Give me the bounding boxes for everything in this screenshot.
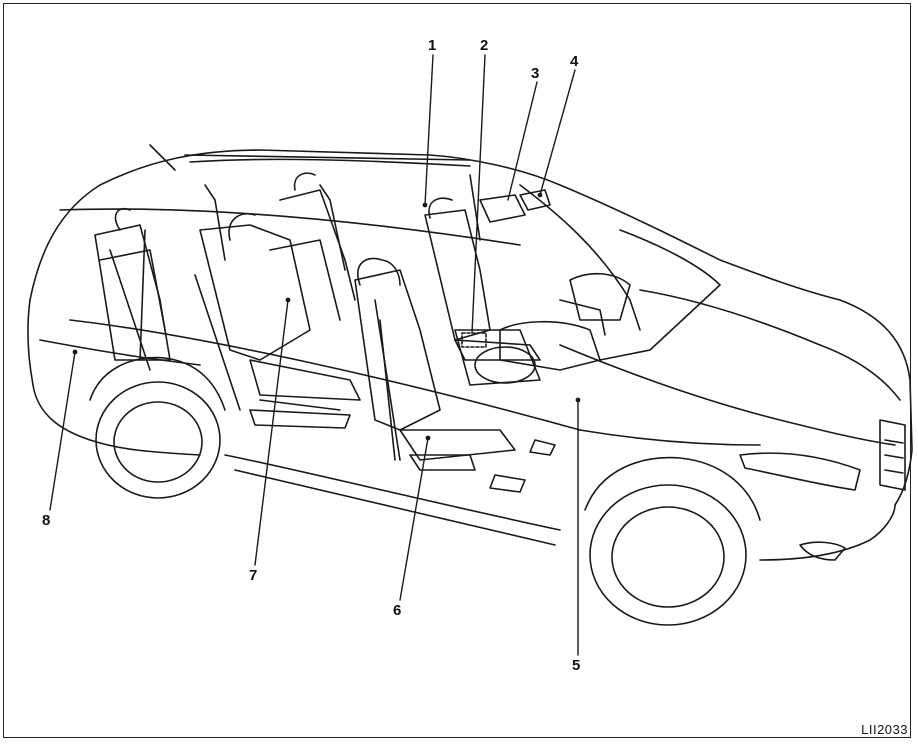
seat-belts bbox=[109, 174, 481, 461]
callout-7: 7 bbox=[249, 567, 258, 584]
center-console bbox=[454, 329, 541, 386]
leader-lines bbox=[49, 54, 579, 656]
dashboard bbox=[474, 189, 631, 384]
interior-floor bbox=[249, 409, 556, 493]
callout-2: 2 bbox=[480, 37, 489, 54]
figure-frame bbox=[3, 3, 911, 738]
callout-5: 5 bbox=[572, 657, 581, 674]
callout-3: 3 bbox=[531, 65, 540, 82]
driver-seat bbox=[354, 257, 516, 471]
callout-1: 1 bbox=[428, 37, 437, 54]
rear-wheel bbox=[89, 356, 226, 499]
third-row-seats bbox=[94, 208, 171, 361]
callout-4: 4 bbox=[570, 53, 579, 70]
front-wheel bbox=[584, 456, 761, 626]
second-row-seats bbox=[199, 172, 361, 411]
callout-8: 8 bbox=[42, 512, 51, 529]
callout-6: 6 bbox=[393, 602, 402, 619]
roof-rail bbox=[149, 144, 471, 171]
figure-code: LII2033 bbox=[861, 722, 908, 737]
car-body bbox=[27, 149, 913, 561]
leader-dots bbox=[72, 192, 581, 441]
